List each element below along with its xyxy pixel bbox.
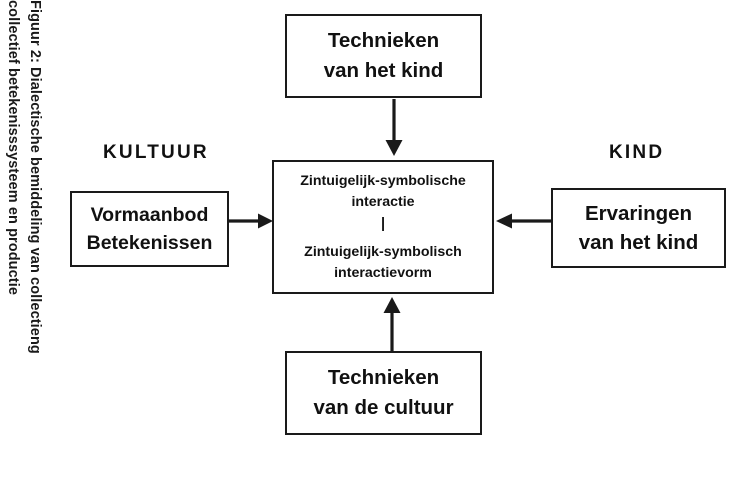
box-left-line-1: Vormaanbod [90, 204, 209, 226]
arrow-up-icon [383, 297, 401, 351]
figure-caption: Figuur 2: Dialectische bemiddeling van c… [0, 0, 46, 486]
box-top-line-1: Technieken [327, 29, 440, 52]
box-zintuigelijk-symbolische-interactie: Zintuigelijk-symbolische interactie | Zi… [272, 160, 494, 294]
box-right-line-1: Ervaringen [584, 202, 693, 225]
box-bottom-line-1: Technieken [327, 366, 440, 389]
box-right-line-2: van het kind [578, 231, 699, 254]
box-center-separator: | [380, 215, 386, 232]
box-ervaringen-van-het-kind: Ervaringen van het kind [551, 188, 726, 268]
label-kind: KIND [609, 142, 665, 163]
box-center-line-2: interactie [351, 193, 415, 210]
figure-caption-line-2: collectief betekenisssysteem en producti… [5, 0, 21, 296]
arrow-left-icon [496, 213, 553, 229]
box-top-line-2: van het kind [323, 59, 444, 82]
arrow-down-icon [385, 99, 403, 156]
box-vormaanbod-betekenissen: Vormaanbod Betekenissen [70, 191, 229, 267]
box-technieken-van-het-kind: Technieken van het kind [285, 14, 482, 98]
box-center-line-1: Zintuigelijk-symbolische [300, 172, 466, 189]
box-center-line-4: interactievorm [334, 264, 432, 281]
label-kultuur: KULTUUR [103, 142, 209, 163]
box-center-line-3: Zintuigelijk-symbolisch [304, 243, 462, 260]
box-technieken-van-de-cultuur: Technieken van de cultuur [285, 351, 482, 435]
box-left-line-2: Betekenissen [86, 232, 213, 254]
figure-caption-line-1: Figuur 2: Dialectische bemiddeling van c… [27, 0, 43, 354]
box-bottom-line-2: van de cultuur [313, 396, 454, 419]
arrow-right-icon [228, 213, 273, 229]
